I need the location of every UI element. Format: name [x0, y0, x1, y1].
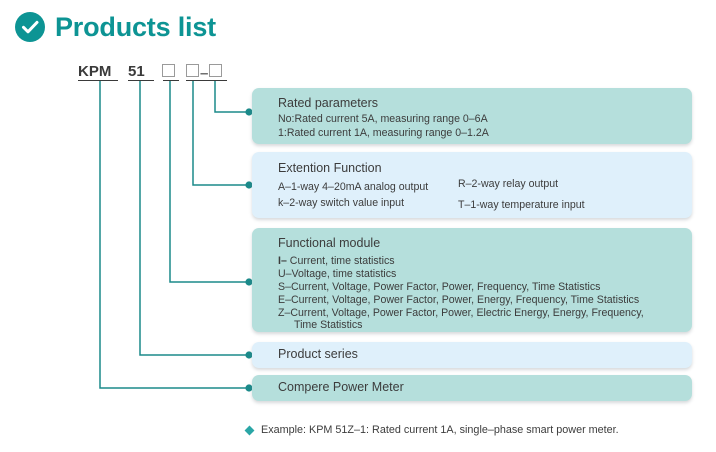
- code-underline-prefix: [78, 80, 118, 82]
- extention-function-title: Extention Function: [278, 161, 382, 175]
- code-placeholder-2: –: [186, 64, 223, 82]
- rated-parameters-line: No:Rated current 5A, measuring range 0–6…: [278, 113, 488, 125]
- extention-function-left-line: A–1-way 4–20mA analog output: [278, 181, 429, 193]
- example-text: Example: KPM 51Z–1: Rated current 1A, si…: [261, 424, 619, 436]
- functional-module-box: Functional module I– Current, time stati…: [252, 228, 692, 332]
- code-placeholder-1: [162, 64, 175, 82]
- extention-function-right-line: R–2-way relay output: [458, 178, 559, 190]
- rated-parameters-line: 1:Rated current 1A, measuring range 0–1.…: [278, 127, 489, 139]
- module-code: I–: [278, 255, 287, 267]
- code-underline-module: [163, 80, 179, 82]
- module-text: Current, Voltage, Power Factor, Power, E…: [290, 294, 640, 306]
- code-square-icon: [162, 64, 175, 77]
- module-text: Current, Voltage, Power Factor, Power, E…: [290, 307, 644, 319]
- functional-module-line: U–Voltage, time statistics: [278, 268, 396, 281]
- code-square-icon: [209, 64, 223, 77]
- code-underline-ext-rated: [186, 80, 227, 82]
- extention-function-right-line: T–1-way temperature input: [458, 199, 585, 211]
- module-code: U–: [278, 268, 292, 280]
- check-circle-icon: [15, 12, 45, 42]
- code-square-icon: [186, 64, 199, 77]
- compere-power-meter-label: Compere Power Meter: [278, 380, 404, 394]
- functional-module-line: Z–Current, Voltage, Power Factor, Power,…: [278, 307, 644, 320]
- functional-module-line: E–Current, Voltage, Power Factor, Power,…: [278, 294, 639, 307]
- extention-function-left-line: k–2-way switch value input: [278, 197, 405, 209]
- rated-parameters-box: Rated parameters No:Rated current 5A, me…: [252, 88, 692, 144]
- module-code: Z–: [278, 307, 291, 319]
- code-dash: –: [200, 65, 209, 82]
- code-series: 51: [128, 63, 145, 80]
- module-text: Current, time statistics: [286, 255, 395, 267]
- functional-module-title: Functional module: [278, 236, 381, 250]
- product-series-label: Product series: [278, 347, 358, 361]
- product-series-box: Product series: [252, 342, 692, 368]
- rated-parameters-title: Rated parameters: [278, 96, 379, 110]
- module-code: S–: [278, 281, 291, 293]
- functional-module-line: S–Current, Voltage, Power Factor, Power,…: [278, 281, 600, 294]
- diamond-bullet-icon: [244, 425, 255, 436]
- compere-power-meter-box: Compere Power Meter: [252, 375, 692, 401]
- module-code: E–: [278, 294, 291, 306]
- module-text: Current, Voltage, Power Factor, Power, F…: [290, 281, 601, 293]
- example-footer: Example: KPM 51Z–1: Rated current 1A, si…: [244, 424, 619, 437]
- code-underline-series: [128, 80, 154, 82]
- page-header: Products list: [14, 11, 216, 43]
- functional-module-line: I– Current, time statistics: [278, 255, 395, 268]
- extention-function-box: Extention Function A–1-way 4–20mA analog…: [252, 152, 692, 218]
- page-title: Products list: [55, 12, 216, 42]
- functional-module-continuation: Time Statistics: [294, 319, 363, 331]
- code-prefix: KPM: [78, 63, 112, 80]
- module-text: Voltage, time statistics: [291, 268, 397, 280]
